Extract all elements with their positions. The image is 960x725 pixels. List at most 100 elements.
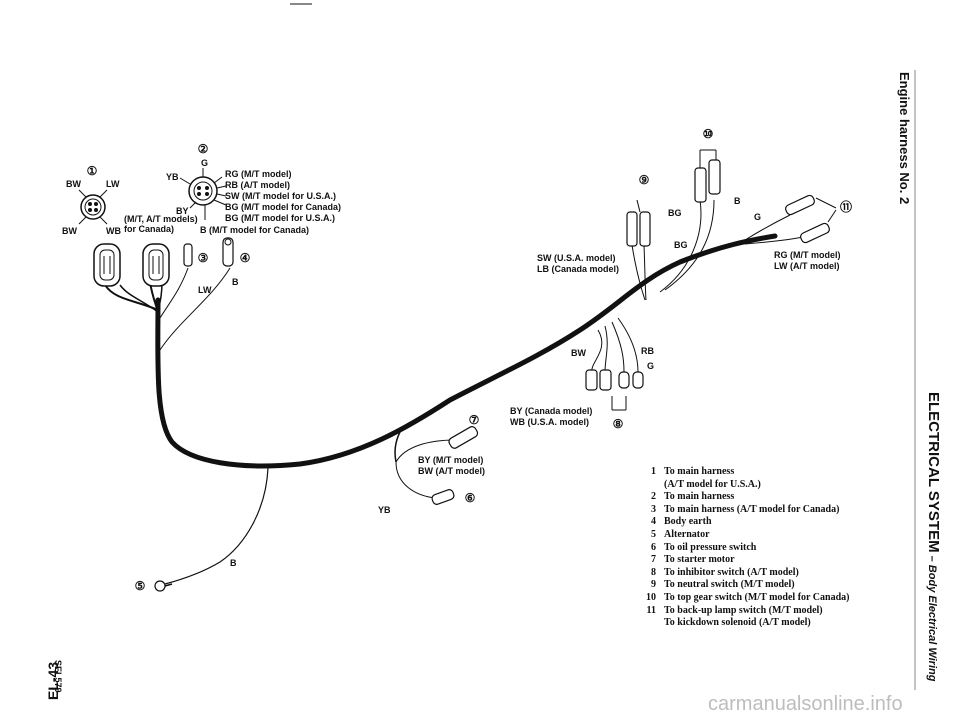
connector-8 bbox=[585, 369, 644, 411]
plug-connector-2 bbox=[142, 243, 170, 287]
legend-item-number: 7 bbox=[651, 554, 656, 566]
legend-item-number: 5 bbox=[651, 528, 656, 540]
callout-4: ④ bbox=[240, 251, 251, 265]
callout-9: ⑨ bbox=[639, 173, 650, 187]
main-title-sub: – Body Electrical Wiring bbox=[926, 552, 938, 682]
label-sw-usa: SW (U.S.A. model) bbox=[537, 253, 616, 263]
legend-item-number: 1 bbox=[651, 466, 656, 477]
legend-item: 10 To top gear switch (M/T model for Cana… bbox=[640, 592, 900, 605]
label-g-8: G bbox=[647, 361, 654, 371]
connector-7 bbox=[448, 426, 479, 449]
callout-8: ⑧ bbox=[613, 417, 624, 431]
main-harness-trunk bbox=[155, 233, 778, 469]
connector-1-round bbox=[78, 189, 108, 225]
legend-item-number: 4 bbox=[651, 516, 656, 528]
main-title-text: ELECTRICAL SYSTEM bbox=[925, 392, 942, 553]
legend-item-text: To main harness bbox=[664, 491, 735, 503]
callout-6: ⑥ bbox=[465, 491, 476, 505]
callout-11: ⑪ bbox=[840, 199, 852, 214]
callout-7: ⑦ bbox=[469, 413, 480, 427]
callout-3: ③ bbox=[198, 251, 209, 265]
legend-item-number: 8 bbox=[651, 566, 656, 578]
legend-item-text: To neutral switch (M/T model) bbox=[664, 579, 795, 591]
legend-item-text: To top gear switch (M/T model for Canada… bbox=[664, 591, 850, 603]
label-lw-top: LW bbox=[106, 179, 120, 189]
callout-2: ② bbox=[198, 142, 209, 156]
label-g-11: G bbox=[754, 212, 761, 222]
legend-item-text: To oil pressure switch bbox=[664, 541, 757, 553]
legend-item: 2 To main harness bbox=[640, 491, 900, 504]
label-yb-6: YB bbox=[378, 505, 391, 515]
legend-item: 7 To starter motor bbox=[640, 554, 900, 567]
label-wb: WB bbox=[106, 226, 121, 236]
figure-code: SEL579 bbox=[53, 660, 63, 693]
plug-connector-1 bbox=[93, 243, 121, 287]
label-by-mt: BY (M/T model) bbox=[418, 455, 483, 465]
label-models-note-2: for Canada) bbox=[124, 224, 174, 234]
label-by-canada: BY (Canada model) bbox=[510, 406, 592, 416]
connector-5 bbox=[154, 580, 173, 592]
label-bg-1: BG bbox=[668, 208, 682, 218]
legend-item-number: 3 bbox=[651, 503, 656, 515]
label-b-mid: B bbox=[232, 277, 239, 287]
label-c2-bg2: BG (M/T model for U.S.A.) bbox=[225, 213, 335, 223]
label-bw-at: BW (A/T model) bbox=[418, 466, 485, 476]
label-bw-bottom: BW bbox=[62, 226, 77, 236]
legend-item-text: To inhibitor switch (A/T model) bbox=[664, 566, 799, 578]
legend-item: 6 To oil pressure switch bbox=[640, 542, 900, 555]
label-c2-b: B (M/T model for Canada) bbox=[200, 225, 309, 235]
legend-item-number: 10 bbox=[646, 591, 656, 603]
connector-4 bbox=[222, 237, 234, 267]
label-bg-2: BG bbox=[674, 240, 688, 250]
legend-item-text: Body earth bbox=[664, 516, 712, 528]
label-lw-mid: LW bbox=[198, 285, 212, 295]
label-c2-rb: RB (A/T model) bbox=[225, 180, 290, 190]
legend-item-text: To main harness (A/T model for U.S.A.) bbox=[664, 466, 761, 490]
legend-item: 9 To neutral switch (M/T model) bbox=[640, 579, 900, 592]
connector-2-round bbox=[179, 168, 227, 220]
legend-item-number: 2 bbox=[651, 491, 656, 503]
label-c2-sw: SW (M/T model for U.S.A.) bbox=[225, 191, 336, 201]
label-bw-left: BW bbox=[66, 179, 81, 189]
connector-6 bbox=[431, 489, 455, 505]
label-c2-bg1: BG (M/T model for Canada) bbox=[225, 202, 341, 212]
connector-11 bbox=[785, 194, 837, 244]
legend-item: 1 To main harness (A/T model for U.S.A.) bbox=[640, 466, 900, 491]
legend-item: 3 To main harness (A/T model for Canada) bbox=[640, 504, 900, 517]
label-models-note-1: (M/T, A/T models) bbox=[124, 214, 198, 224]
legend-item: 8 To inhibitor switch (A/T model) bbox=[640, 567, 900, 580]
legend-item: 5 Alternator bbox=[640, 529, 900, 542]
legend-item-text: To starter motor bbox=[664, 554, 735, 566]
main-title: ELECTRICAL SYSTEM – Body Electrical Wiri… bbox=[925, 392, 942, 681]
legend-item-number: 11 bbox=[646, 604, 656, 616]
label-c2-rg: RG (M/T model) bbox=[225, 169, 292, 179]
legend-item-number: 9 bbox=[651, 579, 656, 591]
label-b-5: B bbox=[230, 558, 237, 568]
connector-3 bbox=[183, 243, 193, 267]
legend-item: 4 Body earth bbox=[640, 516, 900, 529]
legend-item-text: Alternator bbox=[664, 528, 710, 540]
legend-item-number: 6 bbox=[651, 541, 656, 553]
callout-1: ① bbox=[87, 164, 98, 178]
label-yb: YB bbox=[166, 172, 179, 182]
label-by: BY bbox=[176, 206, 189, 216]
callout-10: ⑩ bbox=[703, 127, 714, 141]
connector-10 bbox=[694, 149, 721, 203]
legend-item-text: To main harness (A/T model for Canada) bbox=[664, 503, 840, 515]
label-rb-8: RB bbox=[641, 346, 654, 356]
watermark-text: carmanualsonline.info bbox=[708, 693, 903, 715]
legend-item: 11 To back-up lamp switch (M/T model) To … bbox=[640, 605, 900, 630]
callout-5: ⑤ bbox=[135, 579, 146, 593]
legend-item-text: To back-up lamp switch (M/T model) To ki… bbox=[664, 604, 823, 629]
label-lw-11: LW (A/T model) bbox=[774, 261, 840, 271]
connector-9 bbox=[626, 199, 651, 247]
section-title: Engine harness No. 2 bbox=[897, 72, 912, 205]
label-rg-11: RG (M/T model) bbox=[774, 250, 841, 260]
label-b-10: B bbox=[734, 196, 741, 206]
label-bw-8: BW bbox=[571, 348, 586, 358]
label-lb-canada: LB (Canada model) bbox=[537, 264, 619, 274]
label-wb-usa: WB (U.S.A. model) bbox=[510, 417, 589, 427]
